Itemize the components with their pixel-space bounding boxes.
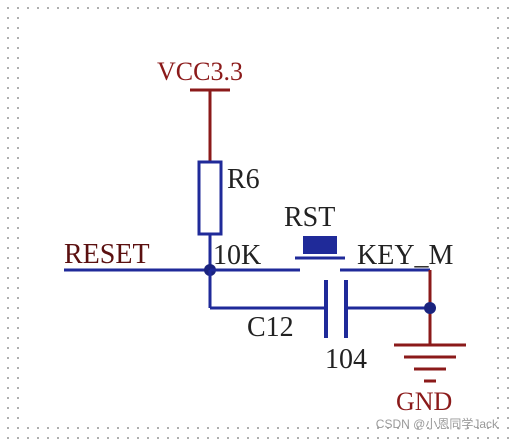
switch-rst bbox=[210, 236, 430, 272]
capacitor-c12 bbox=[208, 270, 430, 338]
resistor-r6-body bbox=[197, 160, 223, 236]
watermark-text: CSDN @小恩同学Jack bbox=[375, 417, 498, 431]
power-label: VCC3.3 bbox=[157, 57, 243, 86]
switch-ref-label: RST bbox=[284, 202, 335, 233]
capacitor-ref-label: C12 bbox=[247, 312, 294, 343]
net-label-reset: RESET bbox=[64, 239, 150, 270]
ground-symbol bbox=[394, 343, 466, 383]
schematic-canvas bbox=[24, 12, 496, 420]
junction-dot-ground bbox=[424, 302, 436, 314]
resistor-value-label: 10K bbox=[213, 240, 261, 271]
ground-label: GND bbox=[396, 387, 452, 416]
switch-value-label: KEY_M bbox=[357, 240, 454, 271]
vcc-power-symbol bbox=[190, 88, 230, 162]
capacitor-value-label: 104 bbox=[325, 344, 367, 375]
resistor-ref-label: R6 bbox=[227, 164, 260, 195]
